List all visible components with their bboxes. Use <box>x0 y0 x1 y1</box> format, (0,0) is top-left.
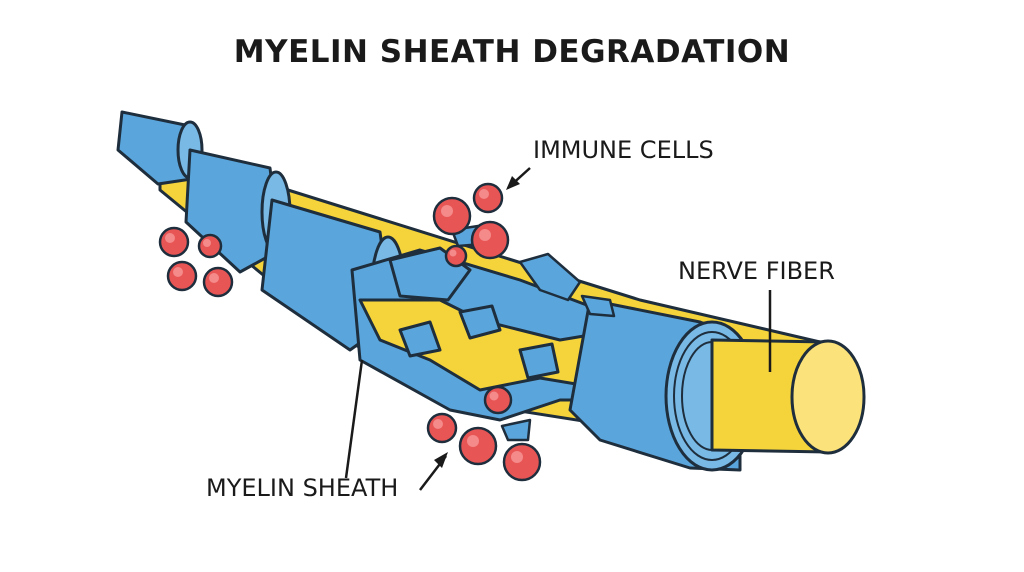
immune-cells-top <box>432 182 510 268</box>
label-immune-cells: IMMUNE CELLS <box>533 136 714 164</box>
immune-cells-bottom <box>426 385 542 482</box>
leader-myelin-sheath <box>344 359 448 491</box>
axon-end <box>710 338 866 455</box>
label-myelin-sheath: MYELIN SHEATH <box>206 474 399 502</box>
label-nerve-fiber: NERVE FIBER <box>678 257 835 285</box>
diagram-title: MYELIN SHEATH DEGRADATION <box>233 34 791 70</box>
damaged-myelin-section <box>350 246 642 422</box>
immune-cells-left <box>158 226 234 298</box>
leader-immune-cells <box>506 167 531 190</box>
